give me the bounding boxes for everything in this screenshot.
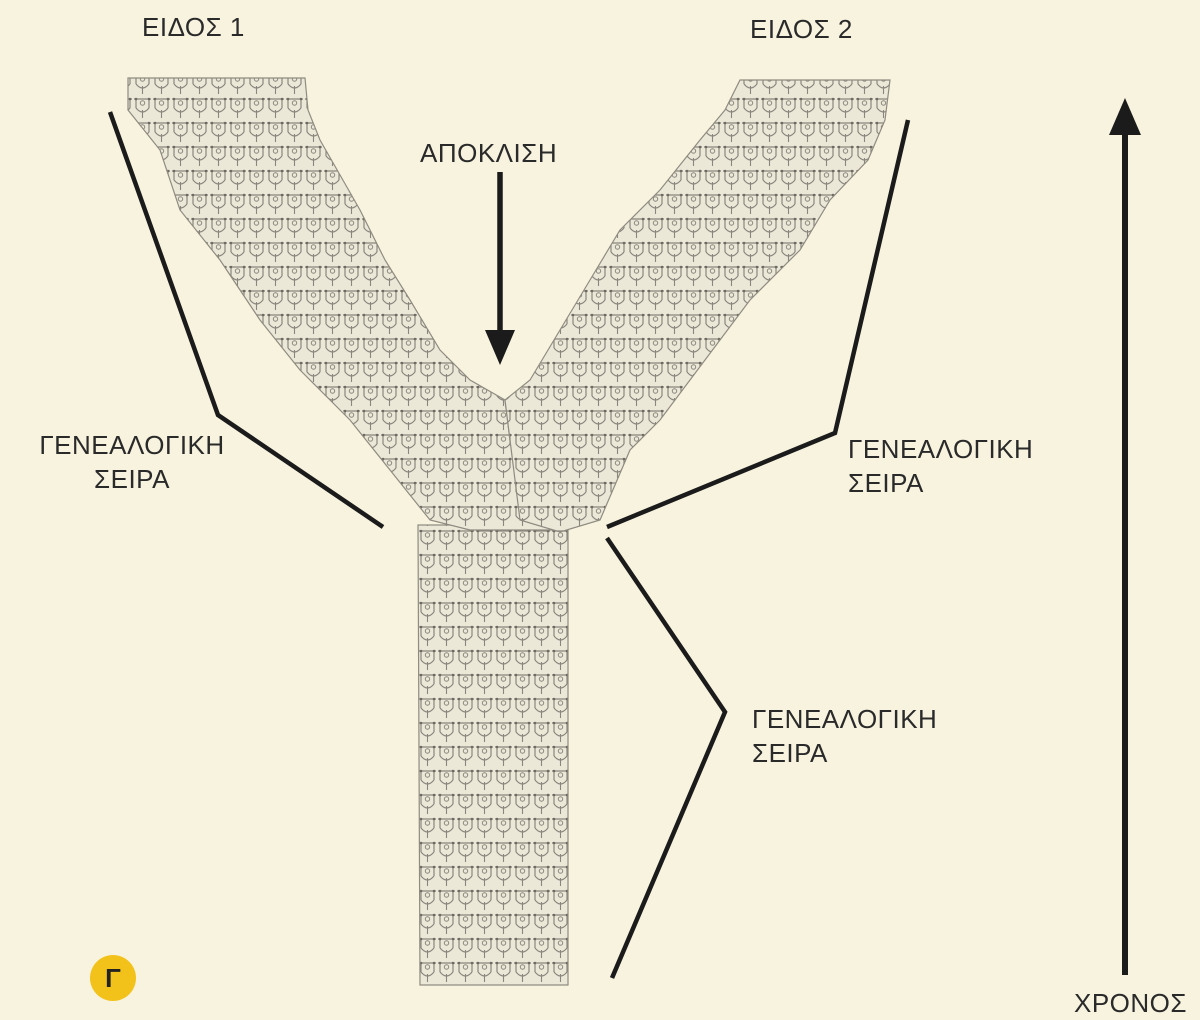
lineage-label-right-lower-line-2: ΣΕΙΡΑ: [752, 736, 937, 770]
time-axis-label: ΧΡΟΝΟΣ: [1074, 986, 1187, 1020]
lineage-label-right-lower-line-1: ΓΕΝΕΑΛΟΓΙΚΗ: [752, 702, 937, 736]
figure-badge: Γ: [90, 955, 136, 1001]
population-trunk: [418, 525, 568, 985]
lineage-line-right-lower: [607, 538, 725, 978]
lineage-label-right-upper: ΓΕΝΕΑΛΟΓΙΚΗ ΣΕΙΡΑ: [848, 432, 1033, 500]
divergence-label: ΑΠΟΚΛΙΣΗ: [420, 136, 557, 170]
lineage-label-right-lower: ΓΕΝΕΑΛΟΓΙΚΗ ΣΕΙΡΑ: [752, 702, 937, 770]
population-branch-species-2: [505, 80, 890, 532]
lineage-label-left-line-1: ΓΕΝΕΑΛΟΓΙΚΗ: [12, 428, 252, 462]
lineage-label-left-line-2: ΣΕΙΡΑ: [12, 462, 252, 496]
lineage-label-right-upper-line-2: ΣΕΙΡΑ: [848, 466, 1033, 500]
species-2-label: ΕΙΔΟΣ 2: [750, 12, 853, 46]
lineage-label-right-upper-line-1: ΓΕΝΕΑΛΟΓΙΚΗ: [848, 432, 1033, 466]
arrow-down-icon: [485, 172, 515, 365]
species-1-label: ΕΙΔΟΣ 1: [142, 10, 245, 44]
arrow-up-icon: [1109, 98, 1141, 975]
lineage-label-left: ΓΕΝΕΑΛΟΓΙΚΗ ΣΕΙΡΑ: [12, 428, 252, 496]
population-network: [128, 78, 890, 985]
